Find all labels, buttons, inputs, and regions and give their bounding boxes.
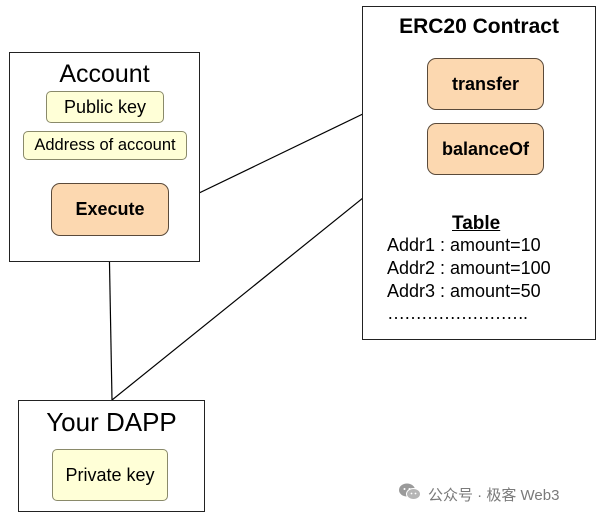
execute-node: Execute [51,183,169,236]
public-key-box: Public key [46,91,164,123]
wechat-icon [398,482,422,506]
transfer-node: transfer [427,58,544,110]
table-row: Addr3 : amount=50 [387,281,541,301]
watermark-text: 公众号 · 极客 Web3 [428,486,560,504]
balanceof-node: balanceOf [427,123,544,175]
watermark: 公众号 · 极客 Web3 [398,482,559,506]
table-row: Addr2 : amount=100 [387,258,551,278]
private-key-box: Private key [52,449,168,501]
table-title: Table [452,213,501,234]
account-title: Account [59,60,150,88]
contract-title: ERC20 Contract [399,15,559,38]
table-row: Addr1 : amount=10 [387,235,541,255]
table-row: ……………………. [387,303,528,323]
your-dapp-box: Your DAPP Private key [18,400,205,512]
arrow-dapp-to-execute [104,235,115,401]
erc20-contract-box: ERC20 Contract transfer balanceOf Table … [362,6,596,340]
dapp-title: Your DAPP [46,407,177,437]
address-of-account-box: Address of account [23,131,187,160]
account-box: Account Public key Address of account Ex… [9,52,200,262]
